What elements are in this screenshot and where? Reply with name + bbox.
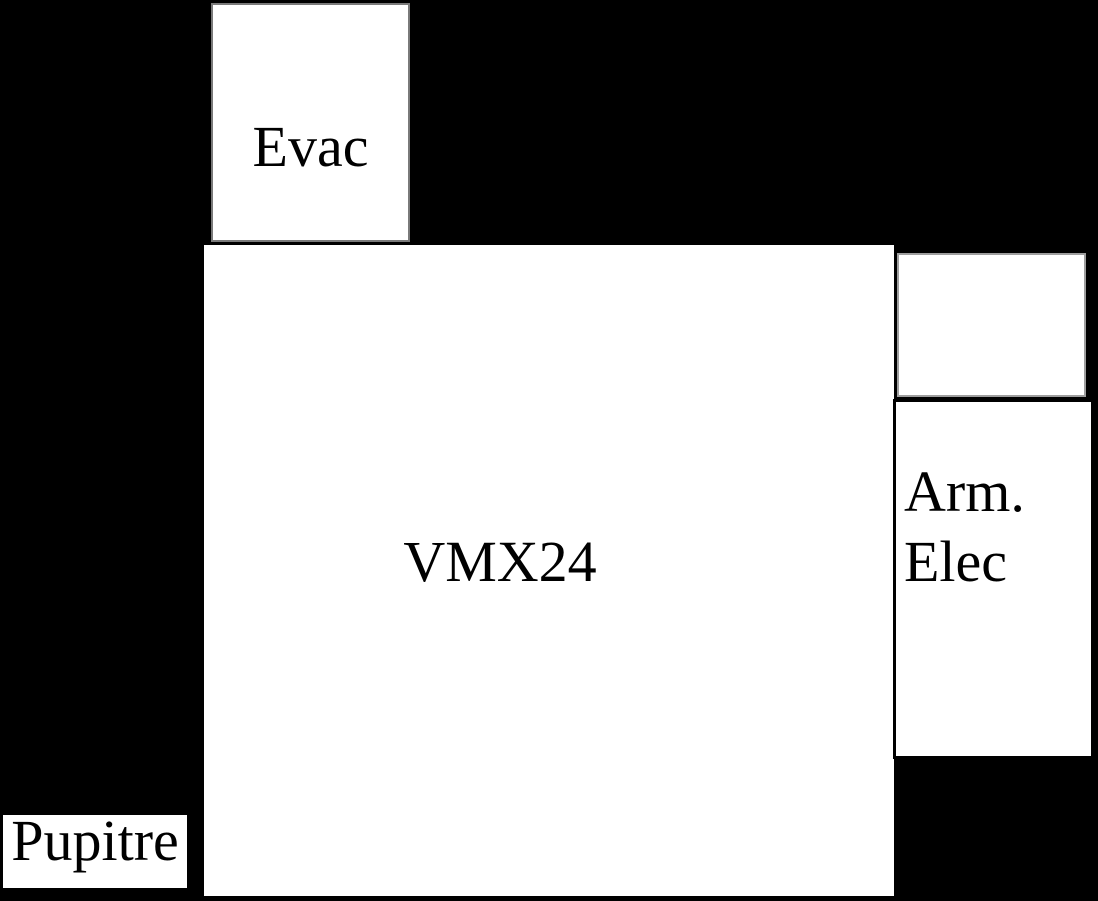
pupitre-box: Pupitre [3,809,187,888]
vmx24-machine-box: VMX24 [204,245,894,896]
arm-elec-label-line2: Elec [904,529,1008,594]
vmx24-label: VMX24 [403,529,597,594]
electrical-cabinet-box: Arm. Elec [893,399,1094,759]
unlabeled-box [897,253,1086,397]
arm-elec-label-line1: Arm. [904,459,1025,524]
evac-label: Evac [252,114,369,179]
pupitre-label: Pupitre [11,808,179,873]
evac-box: Evac [211,3,410,242]
arm-elec-label: Arm. Elec [904,457,1025,597]
